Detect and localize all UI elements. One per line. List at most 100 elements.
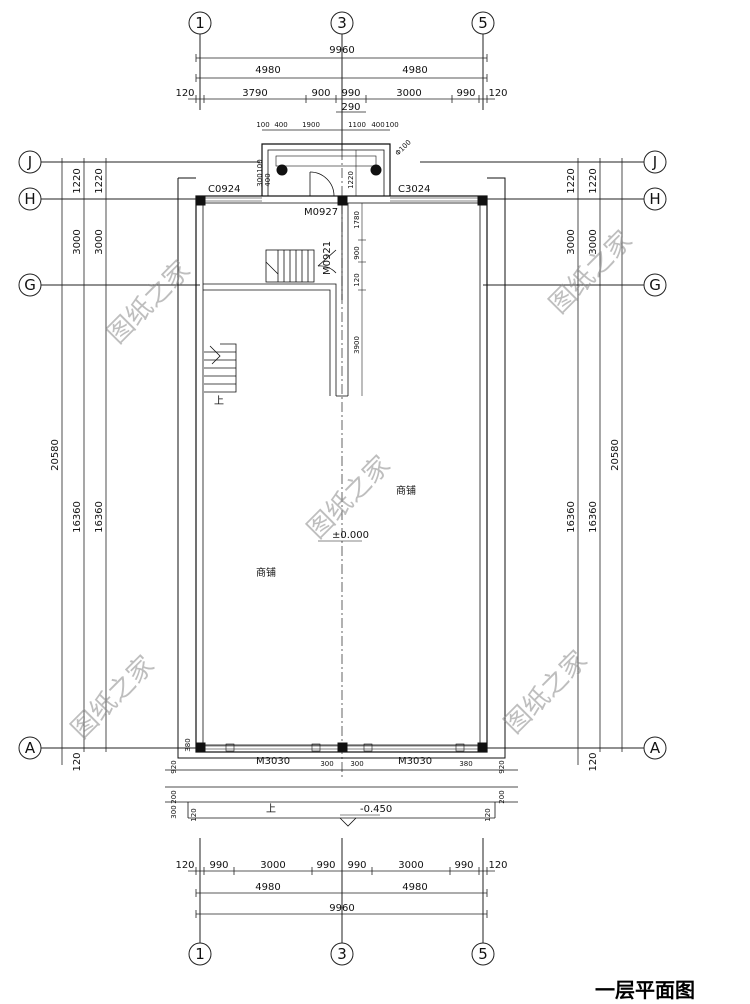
- small-dim: 300: [350, 760, 363, 768]
- entry-detail-dim: 1900: [302, 121, 320, 129]
- top-dimension-texts: 9960 4980 4980 120 3790 900 990 3000 990…: [175, 45, 507, 129]
- door-label-m0927: M0927: [304, 207, 338, 218]
- bottom-detail-dim: 990: [209, 860, 228, 871]
- left-dimension-lines: [58, 158, 110, 765]
- drawing-title: 一层平面图: [595, 978, 695, 1002]
- left-segment-dim: 3000: [72, 229, 83, 254]
- entry-detail-dim: 400: [371, 121, 384, 129]
- right-dimension-lines: [574, 158, 626, 765]
- top-detail-dim: 120: [488, 88, 507, 99]
- watermark-text: 图纸之家: [499, 645, 594, 740]
- top-detail-dim: 990: [456, 88, 475, 99]
- inner-door: [317, 249, 337, 274]
- top-bay-dim-left: 4980: [255, 65, 280, 76]
- axis-label-H-left: H: [24, 190, 35, 208]
- axis-label-H-right: H: [649, 190, 660, 208]
- bottom-bay-dim-right: 4980: [402, 882, 427, 893]
- axis-label-1-top: 1: [195, 14, 205, 32]
- bottom-detail-dim: 120: [175, 860, 194, 871]
- watermark-text: 图纸之家: [66, 650, 161, 745]
- right-segment-dim: 3000: [566, 229, 577, 254]
- stair-top: [265, 249, 315, 283]
- axis-label-5-bottom: 5: [478, 945, 488, 963]
- bottom-dimension-texts: 120 990 3000 990 990 3000 990 120 4980 4…: [175, 860, 507, 914]
- watermark-text: 图纸之家: [102, 255, 197, 350]
- right-segment-dim: 1220: [566, 168, 577, 193]
- small-dim: 200: [498, 790, 506, 803]
- stair-left: [204, 343, 237, 393]
- axis-label-5-top: 5: [478, 14, 488, 32]
- top-detail-dim: 120: [175, 88, 194, 99]
- entry-detail-dim: 400: [274, 121, 287, 129]
- top-detail-dim: 900: [311, 88, 330, 99]
- small-dim: 300: [320, 760, 333, 768]
- front-steps: [165, 769, 518, 827]
- bottom-dimension-lines: [188, 867, 495, 918]
- entry-width-dim: 290: [341, 102, 360, 113]
- small-dim: 380: [459, 760, 472, 768]
- entry-detail-dim: 100: [385, 121, 398, 129]
- room-label-shop-right: 商铺: [396, 484, 416, 497]
- partition-dims: [355, 150, 366, 396]
- right-dimension-texts: 1220 3000 16360 1220 3000 16360 20580 12…: [566, 168, 621, 771]
- small-dim: 120: [484, 808, 492, 821]
- window-label-c3024: C3024: [398, 184, 430, 195]
- room-label-shop-left: 商铺: [256, 566, 276, 579]
- bottom-detail-dim: 3000: [260, 860, 285, 871]
- top-windows: [205, 197, 478, 202]
- top-detail-dim: 3000: [396, 88, 421, 99]
- door-label-m3030-left: M3030: [256, 756, 290, 767]
- door-label-m0921: M0921: [322, 241, 333, 275]
- top-bay-dim-right: 4980: [402, 65, 427, 76]
- vertical-axis-labels: 1 3 5 1 3 5: [195, 14, 488, 963]
- building-walls: [177, 143, 506, 759]
- floor-elevation-label: ±0.000: [332, 530, 369, 541]
- storefront-doors: [205, 743, 478, 752]
- axis-label-3-bottom: 3: [337, 945, 347, 963]
- partition-dim-1780: 1780: [353, 211, 361, 229]
- bottom-detail-dim: 990: [316, 860, 335, 871]
- small-dim: 380: [184, 738, 192, 751]
- small-dim: 120: [190, 808, 198, 821]
- left-dimension-texts: 20580 1220 3000 16360 1220 3000 16360 12…: [50, 168, 105, 771]
- entry-detail-dim: 100: [256, 121, 269, 129]
- bottom-bay-dim-left: 4980: [255, 882, 280, 893]
- partition-dim-900: 900: [353, 246, 361, 259]
- top-overall-dim: 9960: [329, 45, 354, 56]
- stair-up-label: 上: [214, 395, 224, 407]
- bottom-detail-dim: 120: [488, 860, 507, 871]
- entry-door: [309, 171, 335, 197]
- small-dim: 200: [170, 790, 178, 803]
- axis-label-J-left: J: [27, 153, 32, 171]
- door-label-m3030-right: M3030: [398, 756, 432, 767]
- left-segment-dim: 1220: [72, 168, 83, 193]
- bottom-detail-dim: 990: [454, 860, 473, 871]
- right-segment-dim: 3000: [588, 229, 599, 254]
- axis-label-A-right: A: [650, 739, 661, 757]
- left-overall-dim: 20580: [50, 439, 61, 471]
- top-detail-dim: 3790: [242, 88, 267, 99]
- left-segment-dim: 16360: [72, 501, 83, 533]
- small-dim: 920: [170, 760, 178, 773]
- horizontal-axes: [18, 150, 667, 760]
- pipe-label: Φ100: [394, 138, 413, 157]
- horizontal-axis-labels: J J H H G G A A: [24, 153, 661, 757]
- outside-elevation-label: -0.450: [360, 804, 392, 815]
- partition-dim-120: 120: [353, 273, 361, 286]
- axis-label-3-top: 3: [337, 14, 347, 32]
- left-segment-dim: 16360: [94, 501, 105, 533]
- right-segment-dim: 1220: [588, 168, 599, 193]
- axis-label-G-right: G: [649, 276, 661, 294]
- axis-label-J-right: J: [652, 153, 657, 171]
- window-label-c0924: C0924: [208, 184, 240, 195]
- right-segment-dim: 16360: [566, 501, 577, 533]
- small-dim: 300: [170, 805, 178, 818]
- bottom-overall-dim: 9960: [329, 903, 354, 914]
- top-detail-dim: 990: [341, 88, 360, 99]
- partition-dim-3900: 3900: [353, 336, 361, 354]
- small-dim: 920: [498, 760, 506, 773]
- entry-height-dim: 1220: [347, 171, 355, 189]
- left-segment-dim: 3000: [94, 229, 105, 254]
- bottom-detail-dim: 3000: [398, 860, 423, 871]
